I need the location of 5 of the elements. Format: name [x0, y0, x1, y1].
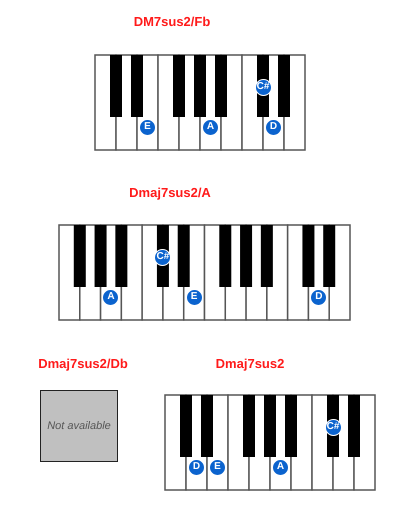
unavailable-note: Not available	[47, 418, 111, 434]
chord-title: Dmaj7sus2	[216, 355, 284, 373]
chord-title: Dmaj7sus2/A	[129, 184, 211, 202]
chord-title: Dmaj7sus2/Db	[38, 355, 128, 373]
chord-title: DM7sus2/Fb	[134, 13, 210, 31]
